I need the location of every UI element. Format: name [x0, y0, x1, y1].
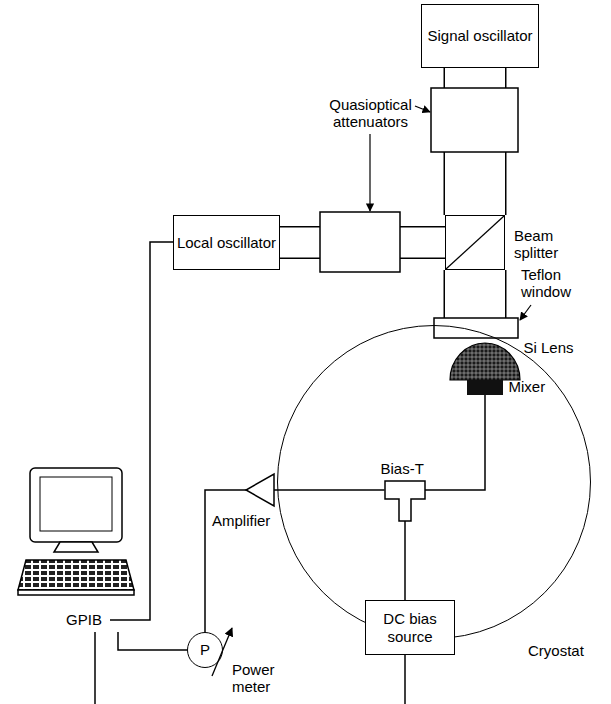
node-caption: Power meter — [232, 661, 288, 696]
si-lens: Si Lens — [450, 343, 520, 380]
attenuator-block — [431, 88, 518, 152]
node-caption: Bias-T — [381, 460, 441, 477]
tee-outline — [385, 481, 425, 521]
bias-source-box: DC bias source — [365, 600, 455, 655]
beam-splitter-outline — [446, 216, 504, 269]
power-meter: PPower meter — [187, 632, 223, 668]
mixer-block: Mixer — [467, 380, 503, 395]
splitter-diagonal — [446, 216, 504, 269]
node-caption: Cryostat — [528, 642, 592, 659]
node-text: DC bias source — [366, 610, 454, 645]
lens-dome — [450, 343, 520, 380]
attenuator-block — [320, 212, 400, 272]
signal-wire — [274, 490, 385, 491]
node-text: Local oscillator — [177, 234, 276, 251]
part-label: Quasioptical attenuators — [318, 96, 423, 131]
signal-wire — [425, 395, 486, 491]
part-label: Teflon window — [521, 266, 583, 301]
wire-path — [425, 395, 486, 491]
cryostat-circle: Si LensMixerBias-TCryostat — [277, 325, 591, 639]
wire — [95, 242, 405, 704]
wire-path — [274, 489, 385, 491]
leader-arrow — [415, 106, 430, 112]
signal-wire — [405, 521, 406, 601]
node-caption: Amplifier — [212, 512, 292, 529]
node-caption: Mixer — [509, 378, 559, 395]
triangle-outline — [246, 474, 274, 506]
node-text: Signal oscillator — [427, 27, 532, 44]
si-lens-outline — [450, 343, 520, 380]
node-caption: Beam splitter — [514, 227, 576, 262]
computer-illustration — [18, 468, 134, 595]
bias-tee-outline — [385, 481, 425, 521]
node-caption: Si Lens — [524, 339, 584, 356]
node-text: P — [200, 641, 210, 658]
bias-tee: Bias-T — [385, 481, 425, 521]
oscillator-box: Local oscillator — [173, 215, 280, 270]
wire-path — [205, 490, 246, 632]
teflon-window — [434, 318, 518, 338]
beam-guide — [475, 270, 476, 325]
amplifier-triangle-outline — [246, 474, 274, 506]
leader-arrow — [369, 134, 370, 211]
mixer-chip — [467, 380, 503, 395]
bus-label: GPIB — [62, 611, 106, 628]
beam-wall — [444, 270, 507, 325]
meter-needle — [212, 628, 232, 676]
oscillator-box: Signal oscillator — [421, 4, 539, 68]
mixer-block-outline — [467, 380, 503, 395]
amplifier-triangle: Amplifier — [246, 474, 274, 506]
beam-interior — [445, 270, 505, 325]
wire-path — [404, 521, 406, 601]
beam-splitter: Beam splitter — [445, 215, 505, 270]
leader-arrow — [520, 305, 531, 320]
signal-wire — [205, 490, 246, 632]
